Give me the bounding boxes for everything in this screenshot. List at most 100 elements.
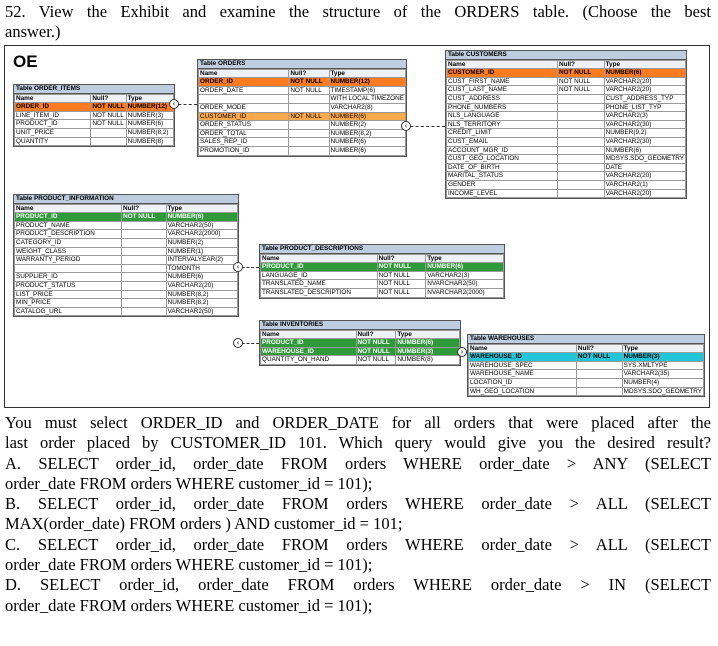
column-name-cell: WEIGHT_CLASS (13, 246, 123, 257)
column-type-cell: NUMBER(8,2) (125, 127, 175, 138)
column-null-cell: NOT NULL (376, 279, 427, 289)
column-null-cell (288, 128, 330, 139)
column-type-cell: VARCHAR2(20) (603, 188, 687, 199)
column-null-cell (288, 102, 330, 113)
answer-b-line-2[interactable]: MAX(order_date) FROM orders ) AND custom… (5, 514, 403, 534)
column-null-cell: NOT NULL (376, 287, 427, 298)
column-null-cell (121, 220, 167, 231)
column-null-cell (556, 136, 605, 147)
column-null-cell: NOT NULL (355, 346, 397, 357)
column-null-cell: NOT NULL (288, 111, 330, 122)
column-null-cell: NOT NULL (288, 85, 330, 96)
column-type-cell: NUMBER(3) (621, 352, 705, 362)
column-null-cell (575, 360, 623, 371)
column-name-cell: SALES_REP_ID (197, 137, 290, 147)
column-null-cell (121, 246, 167, 257)
column-header: Name (260, 329, 357, 340)
column-null-cell: NOT NULL (90, 119, 127, 129)
table-title: Table ORDER_ITEMS (14, 85, 174, 94)
column-header: Name (13, 203, 123, 214)
column-header: Name (468, 343, 577, 354)
column-null-cell: NOT NULL (90, 110, 127, 121)
column-type-cell: NUMBER(6) (125, 119, 175, 129)
answer-a-line-1[interactable]: A. SELECT order_id, order_date FROM orde… (5, 453, 711, 473)
answer-a-line-2[interactable]: order_date FROM orders WHERE customer_id… (5, 473, 373, 493)
column-name-cell: WARRANTY_PERIOD (13, 255, 123, 265)
column-name-cell: MARITAL_STATUS (446, 171, 558, 181)
column-name-cell: UNIT_PRICE (13, 127, 92, 138)
column-type-cell: PHONE_LIST_TYP (603, 102, 687, 113)
column-type-cell: VARCHAR2(50) (165, 306, 239, 317)
answer-b-line-1[interactable]: B. SELECT order_id, order_date FROM orde… (5, 494, 711, 514)
column-null-cell (121, 298, 167, 308)
column-name-cell (197, 94, 290, 104)
column-null-cell: NOT NULL (376, 270, 427, 281)
schema-label: OE (13, 52, 38, 71)
column-null-cell: NOT NULL (556, 76, 605, 87)
column-null-cell (121, 306, 167, 317)
question-body-line-1: You must select ORDER_ID and ORDER_DATE … (5, 413, 711, 432)
column-type-cell: NUMBER(6) (328, 145, 406, 156)
column-null-cell (556, 188, 605, 199)
column-null-cell (556, 128, 605, 138)
column-null-cell (90, 127, 127, 138)
column-name-cell: ORDER_STATUS (197, 120, 290, 130)
column-type-cell: NUMBER(6) (328, 137, 406, 147)
column-null-cell (121, 255, 167, 265)
column-type-cell: NUMBER(12) (328, 77, 406, 87)
column-type-cell: VARCHAR2(20) (603, 76, 687, 87)
column-name-cell: DATE_OF_BIRTH (446, 162, 558, 173)
relation-line-productinfo-inventories (237, 343, 259, 344)
column-header: Null? (121, 203, 167, 214)
column-name-cell: LOCATION_ID (468, 377, 577, 388)
column-header: Null? (90, 93, 127, 104)
column-type-cell: WITH LOCAL TIMEZONE (328, 94, 406, 104)
table-title: Table PRODUCT_DESCRIPTIONS (260, 245, 504, 254)
column-null-cell: NOT NULL (90, 102, 127, 112)
column-type-cell: VARCHAR2(8) (328, 102, 406, 113)
column-type-cell: NUMBER(8,2) (328, 128, 406, 139)
column-name-cell: LIST_PRICE (13, 289, 123, 300)
column-type-cell: SYS.XMLTYPE (621, 360, 705, 371)
column-type-cell: VARCHAR2(20) (603, 171, 687, 181)
table-title: Table PRODUCT_INFORMATION (14, 195, 238, 204)
table-title: Table WAREHOUSES (468, 335, 704, 344)
answer-c-line-1[interactable]: C. SELECT order_id, order_date FROM orde… (5, 534, 711, 554)
column-null-cell (121, 237, 167, 248)
column-null-cell (90, 136, 127, 147)
column-name-cell: TRANSLATED_DESCRIPTION (260, 287, 378, 298)
answer-d-line-1[interactable]: D. SELECT order_id, order_date FROM orde… (5, 575, 711, 595)
answer-c-line-2[interactable]: order_date FROM orders WHERE customer_id… (5, 555, 373, 575)
column-type-cell: NUMBER(6) (395, 338, 460, 348)
column-name-cell: PRODUCT_ID (13, 119, 92, 129)
column-name-cell: NLS_TERRITORY (446, 119, 558, 130)
column-name-cell: QUANTITY (13, 136, 92, 147)
column-null-cell (575, 386, 623, 397)
column-type-cell: VARCHAR2(3) (603, 111, 687, 121)
answer-d-line-2[interactable]: order_date FROM orders WHERE customer_id… (5, 595, 373, 615)
column-null-cell (575, 369, 623, 379)
column-null-cell (556, 102, 605, 113)
